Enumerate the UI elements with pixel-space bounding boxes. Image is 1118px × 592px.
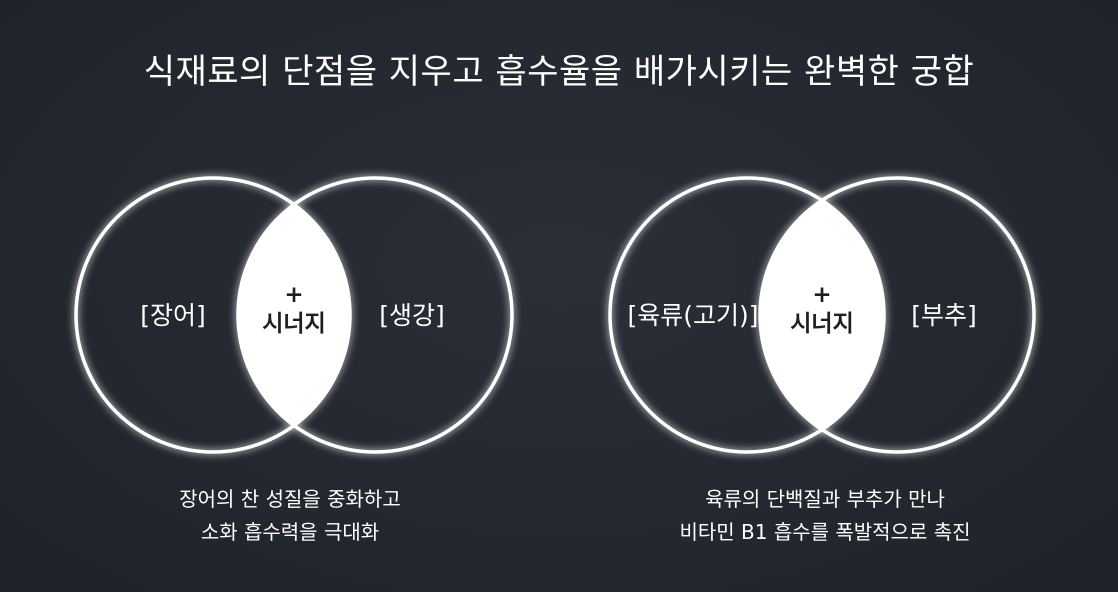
venn-diagram-2: [육류(고기)] [부추] + 시너지 [608,176,1036,454]
venn2-synergy-label: 시너지 [790,311,853,337]
venn2-caption: 육류의 단백질과 부추가 만나 비타민 B1 흡수를 폭발적으로 촉진 [565,483,1085,549]
venn2-left-label: [육류(고기)] [627,301,758,330]
venn1-right-circle [236,176,514,454]
page-title: 식재료의 단점을 지우고 흡수율을 배가시키는 완벽한 궁합 [143,52,975,92]
venn1-synergy-label: 시너지 [262,311,325,337]
venn1-caption: 장어의 찬 성질을 중화하고 소화 흡수력을 극대화 [30,483,550,549]
venn2-left-circle [608,176,886,454]
venn1-caption-line-1: 장어의 찬 성질을 중화하고 [179,487,401,511]
venn1-plus-sign: + [284,282,303,308]
venn2-right-label: [부추] [911,301,977,330]
venn1-caption-line-2: 소화 흡수력을 극대화 [200,520,380,544]
venn1-left-label: [장어] [140,301,206,330]
venn1-right-label: [생강] [379,301,445,330]
venn2-caption-line-1: 육류의 단백질과 부추가 만나 [705,487,945,511]
venn1-left-circle [74,176,352,454]
venn1-intersection [238,178,350,452]
venn2-right-circle [758,176,1036,454]
venn-diagram-1: [장어] [생강] + 시너지 [74,176,514,454]
venn2-intersection [760,178,884,452]
venn2-caption-line-2: 비타민 B1 흡수를 폭발적으로 촉진 [679,520,971,544]
venn2-plus-sign: + [812,282,831,308]
